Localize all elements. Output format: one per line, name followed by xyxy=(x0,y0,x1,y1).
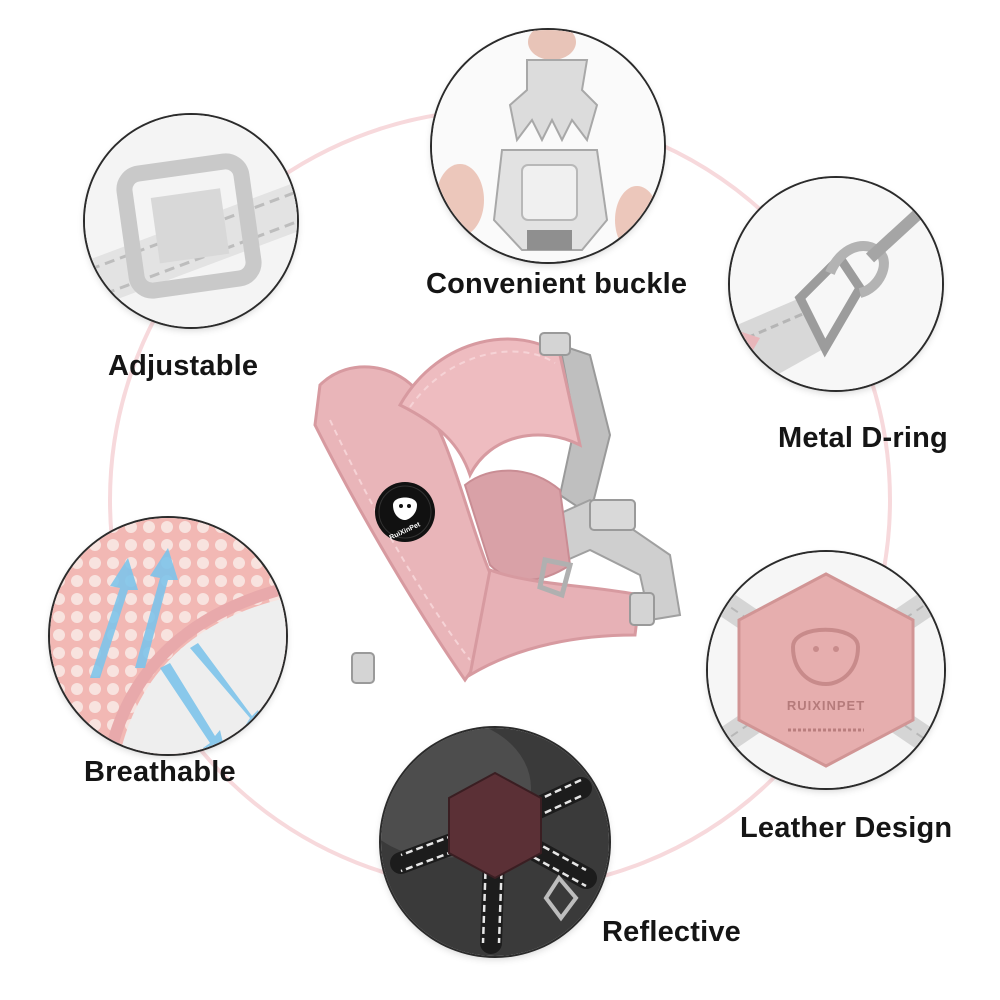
label-adjustable: Adjustable xyxy=(108,350,259,382)
pink-dog-harness: RuiXinPet xyxy=(290,315,710,715)
breathable-mesh-detail-photo xyxy=(50,518,286,754)
leather-patch-brand-text: RUIXINPET xyxy=(786,698,866,713)
reflective-strap-detail-photo xyxy=(381,728,609,956)
label-convenient-buckle: Convenient buckle xyxy=(426,268,688,300)
label-breathable: Breathable xyxy=(84,756,236,788)
label-reflective: Reflective xyxy=(602,916,742,948)
label-leather-design: Leather Design xyxy=(740,812,953,844)
leather-patch-detail-photo: RUIXINPET xyxy=(708,552,944,788)
metal-d-ring-detail-photo xyxy=(730,178,942,390)
buckle-detail-photo xyxy=(432,30,664,262)
adjustable-detail-photo xyxy=(85,115,297,327)
label-metal-d-ring: Metal D-ring xyxy=(778,422,948,454)
